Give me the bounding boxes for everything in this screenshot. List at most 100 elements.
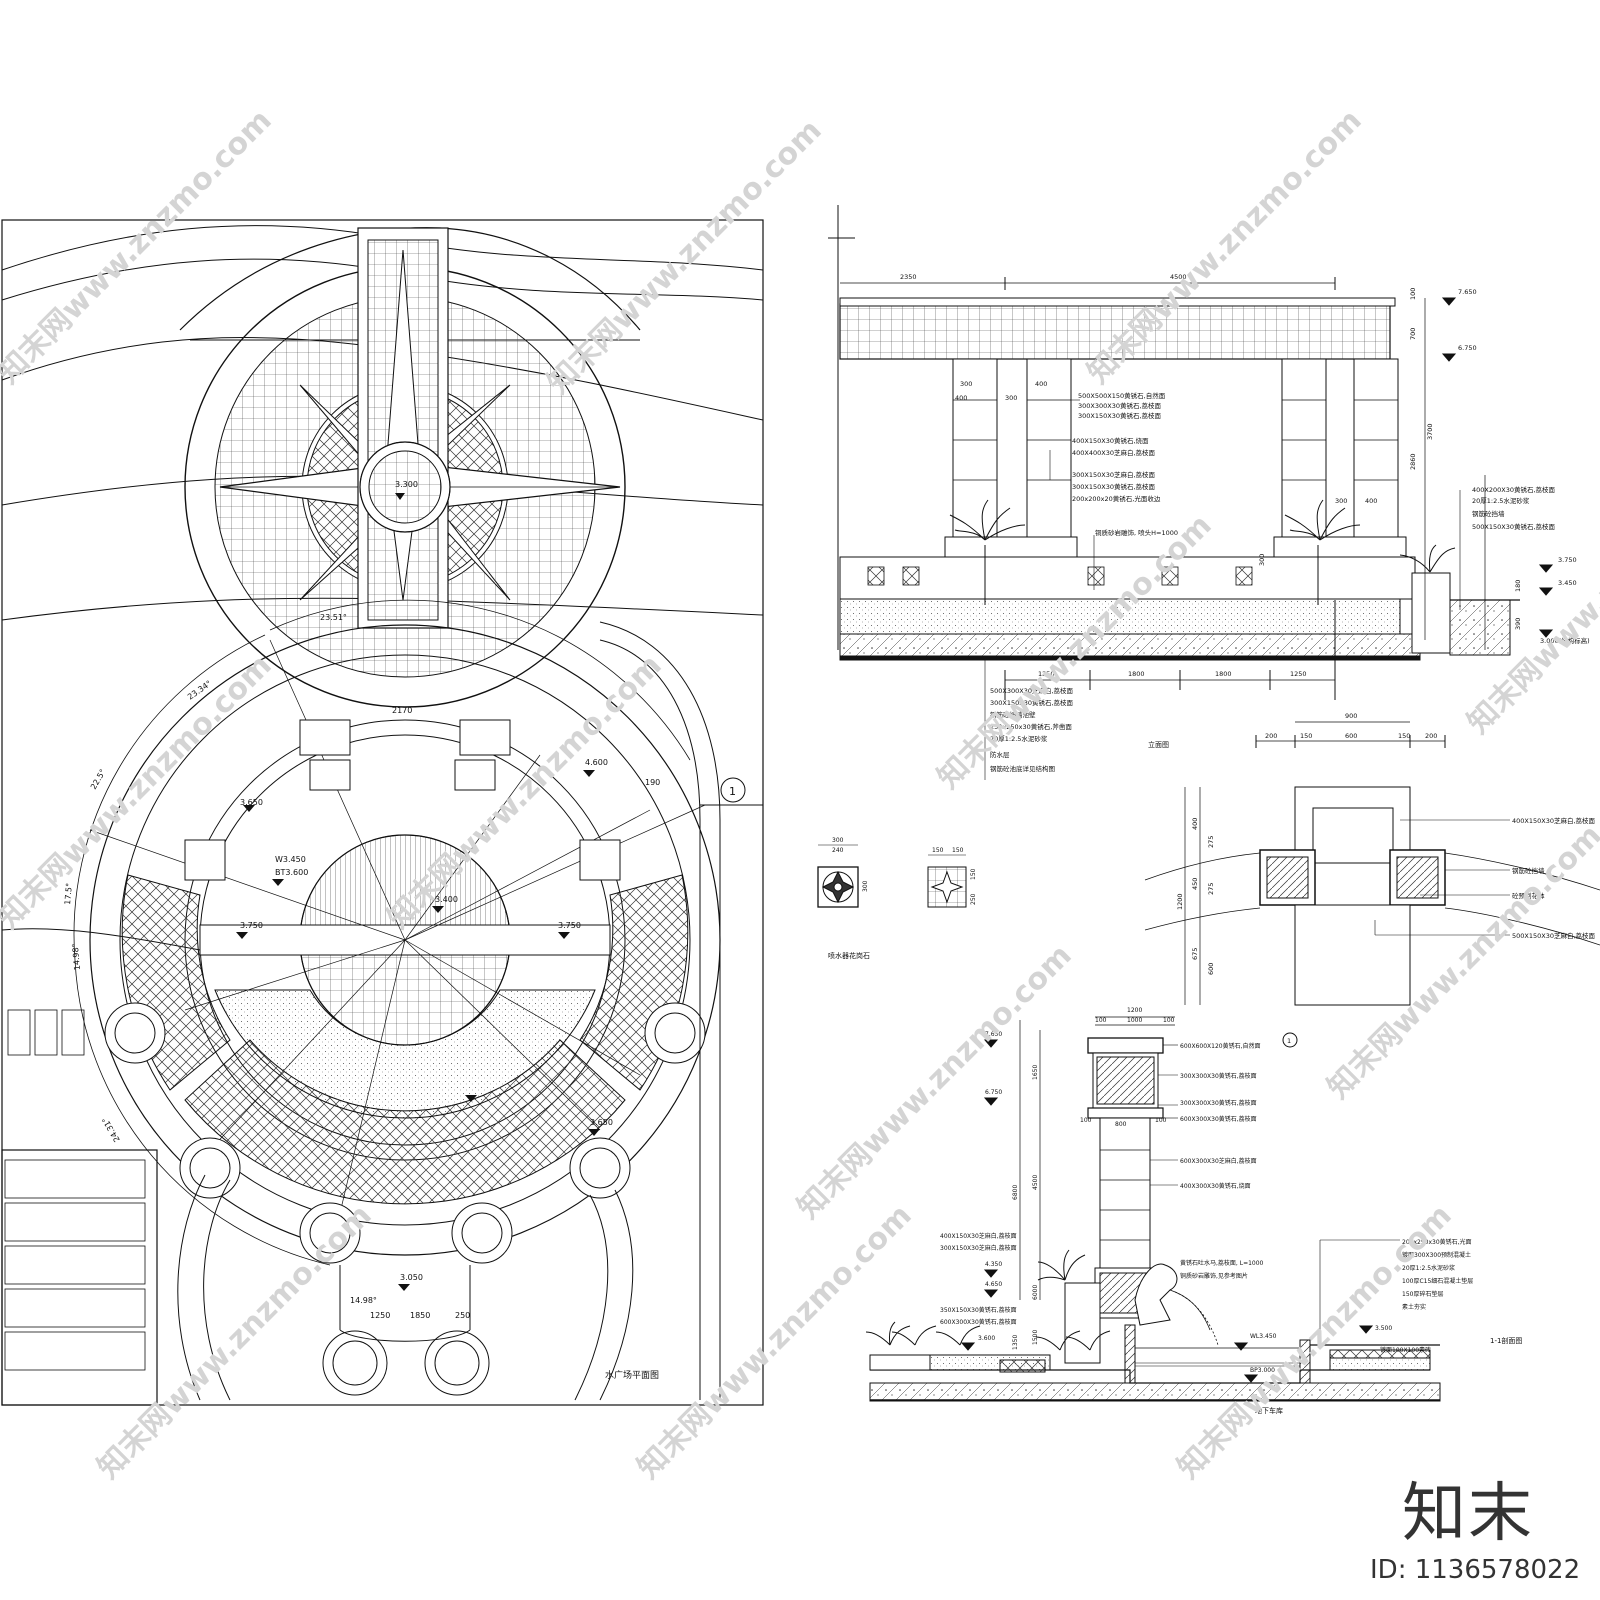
elev-callout-bottom-3: 钢筋砼挡墙池壁 [990,710,1036,719]
sec-dim-mid-3: 100 [1155,1117,1167,1124]
elev-callout-bottom-7: 钢筋砼池底详见结构图 [990,764,1055,773]
tile-dim-5: 150 [952,847,964,854]
detail-dim-3: 600 [1345,732,1357,740]
elev-bottom-dim-4: 1250 [1290,670,1307,678]
detail-left-5: 1200 [1176,893,1184,910]
section-labels: 1200 100 1000 100 7.650 6.750 4.350 4.65… [940,1007,1522,1415]
elev-bottom-dim-2: 1800 [1128,670,1145,678]
sec-level-1: 7.650 [985,1031,1002,1038]
image-id-label: ID: 1136578022 [1370,1555,1581,1585]
elev-right-dim-2: 700 [1409,328,1417,340]
elev-right-dim-4: 2860 [1409,453,1417,470]
sec-callout-right-5: 150厚碎石垫层 [1402,1290,1443,1298]
sec-dim-left-4: 6000 [1032,1285,1039,1300]
elev-callout-col-2: 300X300X30黄锈石,荔枝面 [1078,401,1162,410]
elev-callout-right-4: 500X150X30黄锈石,荔枝面 [1472,522,1556,531]
plan-elev-7: 3.650 [590,1118,613,1127]
tile-dim-4: 150 [932,847,944,854]
plan-dim-4: 250 [455,1311,470,1320]
detail-callout-3: 砼预制花钵 [1512,891,1545,900]
plan-dim-5: 190 [645,778,660,787]
plan-dim-3: 1850 [410,1311,430,1320]
sec-callout-right2-1: 镀面100X100素砖 [1380,1346,1431,1354]
sec-callout-col-5: 600X300X30芝麻白,荔枝面 [1180,1157,1257,1165]
sec-level-4: 4.650 [985,1281,1002,1288]
elevation-plants [949,499,1456,573]
elevation-labels: 2350 4500 7.650 6.750 3.750 3.450 3.000(… [900,273,1590,773]
sec-callout-right-6: 素土夯实 [1402,1303,1426,1311]
elev-right-dim-3: 3700 [1426,423,1434,440]
elev-col-dim-3: 300 [1005,394,1017,402]
plan-angle-3: 22.5° [89,768,108,791]
plan-section-marker: 1 [729,785,736,798]
elev-level-4: 3.450 [1558,579,1577,587]
watermark-2: 知末网www.znzmo.com [541,113,829,401]
elev-callout-col-7: 300X150X30黄锈石,荔枝面 [1072,482,1156,491]
plan-angle-1: 23.51° [320,613,347,622]
sec-dim-top-1: 1200 [1127,1007,1142,1014]
sec-callout-right-4: 100厚C15细石混凝土垫层 [1402,1277,1473,1285]
detail-left-7: 600 [1207,963,1215,975]
elevation-view [828,205,1554,780]
elev-dim-top-1: 2350 [900,273,917,281]
sec-callout-left-1: 400X150X30芝麻白,荔枝面 [940,1232,1017,1240]
detail-dim-1: 200 [1265,732,1277,740]
sec-bottom: BP3.000 [1250,1367,1275,1374]
sec-dim-left-6: 1350 [1012,1335,1019,1350]
plan-angle-4: 17.5° [63,883,74,906]
elev-right-dim-6: 180 [1514,580,1522,592]
elev-callout-right-3: 钢筋砼挡墙 [1472,509,1505,518]
plan-elev-8: 3.050 [400,1273,423,1282]
plan-level-markers [236,493,600,1291]
detail-callout-1: 400X150X30芝麻白,荔枝面 [1512,816,1596,825]
sec-callout-col-4: 600X300X30黄锈石,荔枝面 [1180,1115,1257,1123]
detail-plan-labels: 200 150 600 150 200 900 400 275 450 275 … [1176,712,1596,1045]
plan-elev-2: 4.600 [585,758,608,767]
elev-callout-bottom-6: 防水层 [990,750,1010,759]
planter-circles [104,1002,706,1396]
sec-callout-right-2: 镀面300X300预制混凝土 [1402,1251,1471,1259]
elev-level-2: 6.750 [1458,344,1477,352]
elev-right-dim-1: 100 [1409,288,1417,300]
elev-right-dim-5: 300 [1258,554,1266,566]
sec-dim-mid-1: 100 [1080,1117,1092,1124]
plan-title: 水广场平面图 [605,1369,659,1381]
elev-callout-bottom-4: 250x250x30黄锈石,斧凿面 [990,722,1072,731]
sec-dim-top-3: 1000 [1127,1017,1142,1024]
sec-callout-left-2: 300X150X30芝麻白,荔枝面 [940,1244,1017,1252]
elev-bottom-dim-3: 1800 [1215,670,1232,678]
sec-callout-right-1: 200x250x30黄锈石,光面 [1402,1238,1472,1246]
plan-elev-3: 3.750 [240,921,263,930]
elev-callout-bottom-2: 300X150X30黄锈石,荔枝面 [990,698,1074,707]
sec-dim-left-2: 6800 [1012,1185,1019,1200]
elev-callout-col-5: 400X400X30芝麻白,荔枝面 [1072,448,1156,457]
plan-angle-7: 14.98° [350,1296,377,1305]
plan-labels: 3.300 4.600 3.750 3.750 3.400 3.650 3.65… [63,480,660,1381]
detail-left-3: 450 [1191,878,1199,890]
detail-left-4: 275 [1207,883,1215,895]
sec-level-2: 6.750 [985,1089,1002,1096]
brand-logo: 知末 [1402,1477,1534,1551]
detail-callout-4: 500X150X30芝麻白,荔枝面 [1512,931,1596,940]
elev-right-dim-7: 390 [1514,618,1522,630]
sec-callout-left-3: 350X150X30黄锈石,荔枝面 [940,1306,1017,1314]
sec-level-5: 3.600 [978,1335,995,1342]
sec-callout-right-3: 20厚1:2.5水泥砂浆 [1402,1264,1455,1272]
plaza-plan: 1 [1,219,764,1406]
elev-level-1: 7.650 [1458,288,1477,296]
tile-detail [817,844,967,908]
sec-callout-col-6: 400X300X30黄锈石,烧面 [1180,1182,1251,1190]
elev-col-dim-5: 300 [1335,497,1347,505]
plan-frame [1,219,764,1406]
watermark-1: 知末网www.znzmo.com [0,103,279,391]
watermark-12: 知末网www.znzmo.com [1171,1198,1459,1486]
detail-dim-2: 150 [1300,732,1312,740]
sec-callout-col-2: 300X300X30黄锈石,荔枝面 [1180,1072,1257,1080]
plan-water-level: W3.450 [275,855,306,864]
sec-level-3: 4.350 [985,1261,1002,1268]
elev-col-dim-1: 300 [960,380,972,388]
sec-water: WL3.450 [1250,1333,1277,1340]
section-plants [865,1249,1111,1351]
detail-plan [1144,721,1600,1048]
